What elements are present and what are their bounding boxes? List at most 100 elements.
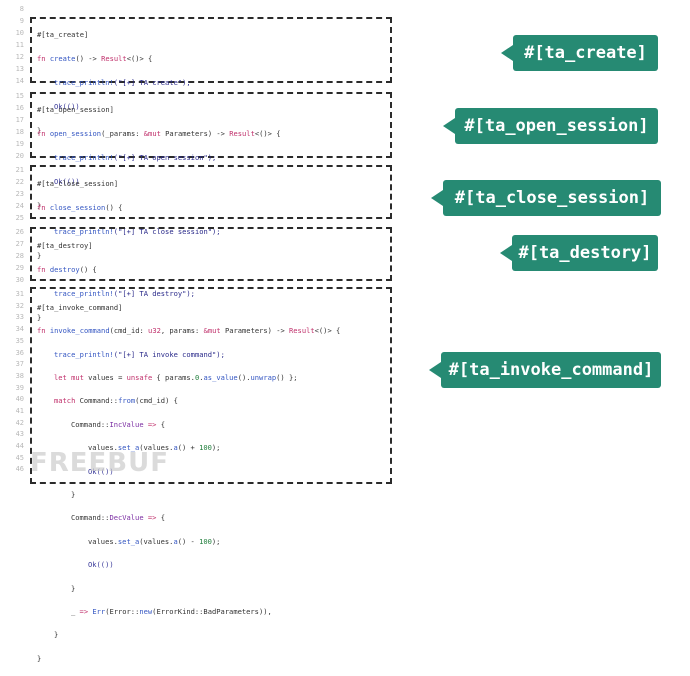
line-number: 19 — [15, 140, 24, 148]
keyword-match: match — [54, 396, 76, 406]
line-number: 35 — [15, 337, 24, 345]
code-line: } — [37, 583, 340, 595]
macro-call: trace_println! — [54, 78, 114, 87]
code-text: (). — [237, 372, 251, 382]
keyword-fn: fn — [37, 203, 50, 212]
ta-open-session-code: #[ta_open_session] fn open_session(_para… — [37, 92, 280, 224]
line-number: 33 — [15, 313, 24, 321]
tag-label: #[ta_open_session] — [464, 116, 649, 136]
tag-ta-open-session: #[ta_open_session] — [443, 108, 658, 144]
string-literal: ("[+] TA create"); — [113, 78, 191, 87]
keyword-fn: fn — [37, 326, 50, 336]
line-number: 26 — [15, 228, 24, 236]
ta-create-code-box — [30, 17, 392, 83]
code-text: values. — [88, 536, 118, 546]
code-line: #[ta_invoke_command] — [37, 302, 340, 314]
code-line: } — [37, 200, 280, 212]
ta-destroy-code: #[ta_destroy] fn destroy() { trace_print… — [37, 228, 195, 336]
code-line: fn open_session(_params: &mut Parameters… — [37, 128, 280, 140]
method-name: new — [139, 606, 153, 616]
string-literal: ("[+] TA destroy"); — [113, 289, 195, 298]
code-line: Ok(()) — [37, 176, 280, 188]
code-line: trace_println!("[+] TA close session"); — [37, 226, 221, 238]
line-number: 20 — [15, 152, 24, 160]
code-line: #[ta_close_session] — [37, 178, 221, 190]
line-number: 29 — [15, 264, 24, 272]
code-line: Command::IncValue => { — [37, 419, 340, 431]
code-line: trace_println!("[+] TA destroy"); — [37, 288, 195, 300]
code-line: Ok(()) — [37, 559, 340, 571]
code-text: (values. — [139, 536, 174, 546]
code-text: () }; — [276, 372, 298, 382]
line-number: 31 — [15, 290, 24, 298]
code-line: #[ta_destroy] — [37, 240, 195, 252]
code-text: (ErrorKind::BadParameters)), — [152, 606, 272, 616]
code-text: () { — [79, 265, 97, 274]
code-text: <()> { — [126, 54, 153, 63]
number-literal: 100 — [199, 443, 212, 453]
line-number: 24 — [15, 202, 24, 210]
function-name: open_session — [49, 129, 102, 138]
code-text: } — [37, 313, 42, 322]
code-line: #[ta_open_session] — [37, 104, 280, 116]
type-name: Result — [289, 326, 315, 336]
code-text: Ok(()) — [88, 466, 114, 476]
method-name: unwrap — [250, 372, 277, 382]
code-text: } — [37, 201, 42, 210]
line-number: 27 — [15, 240, 24, 248]
line-number: 12 — [15, 53, 24, 61]
code-line: fn invoke_command(cmd_id: u32, params: &… — [37, 325, 340, 337]
code-text: values = — [83, 372, 127, 382]
function-name: destroy — [49, 265, 80, 274]
enum-variant: IncValue — [109, 419, 144, 429]
tag-label: #[ta_invoke_command] — [448, 360, 654, 380]
line-number: 37 — [15, 360, 24, 368]
keyword-unsafe: unsafe — [126, 372, 153, 382]
code-text: } — [37, 126, 42, 135]
tag-label: #[ta_create] — [524, 43, 647, 63]
method-name: set_a — [117, 536, 140, 546]
function-name: close_session — [49, 203, 106, 212]
line-number: 21 — [15, 166, 24, 174]
code-line: #[ta_create] — [37, 29, 191, 41]
number-literal: 100 — [199, 536, 212, 546]
line-number: 36 — [15, 349, 24, 357]
line-number: 23 — [15, 190, 24, 198]
line-number: 25 — [15, 214, 24, 222]
attribute-text: #[ta_close_session] — [37, 179, 119, 188]
method-name: set_a — [117, 443, 140, 453]
function-name: invoke_command — [49, 326, 110, 336]
code-text: (_params: — [101, 129, 144, 138]
keyword-fn: fn — [37, 265, 50, 274]
method-name: as_value — [203, 372, 238, 382]
code-line: } — [37, 653, 340, 665]
code-text: { — [160, 513, 165, 523]
code-line: match Command::from(cmd_id) { — [37, 395, 340, 407]
string-literal: ("[+] TA invoke command"); — [113, 349, 225, 359]
code-line: _ => Err(Error::new(ErrorKind::BadParame… — [37, 606, 340, 618]
line-number: 41 — [15, 407, 24, 415]
code-text: Ok(()) — [88, 560, 114, 570]
line-number: 15 — [15, 92, 24, 100]
line-number: 8 — [19, 5, 24, 13]
watermark-text: FREEBUF — [30, 448, 169, 478]
code-text: { — [160, 419, 165, 429]
code-text: () -> — [75, 54, 102, 63]
code-text: Ok(()) — [54, 102, 80, 111]
macro-call: trace_println! — [54, 349, 114, 359]
code-text: } — [54, 630, 59, 640]
line-number: 18 — [15, 128, 24, 136]
method-name: a — [173, 443, 178, 453]
code-text: <()> { — [254, 129, 281, 138]
tag-ta-close-session: #[ta_close_session] — [431, 180, 661, 216]
line-number: 42 — [15, 419, 24, 427]
code-line: fn destroy() { — [37, 264, 195, 276]
line-number: 30 — [15, 276, 24, 284]
keyword-mut: &mut — [203, 326, 221, 336]
code-line: Ok(()) — [37, 466, 340, 478]
code-text: () { — [105, 203, 123, 212]
type-name: u32 — [148, 326, 161, 336]
line-number: 14 — [15, 77, 24, 85]
code-text: values. — [88, 443, 118, 453]
ta-create-code: #[ta_create] fn create() -> Result<()> {… — [37, 17, 191, 149]
